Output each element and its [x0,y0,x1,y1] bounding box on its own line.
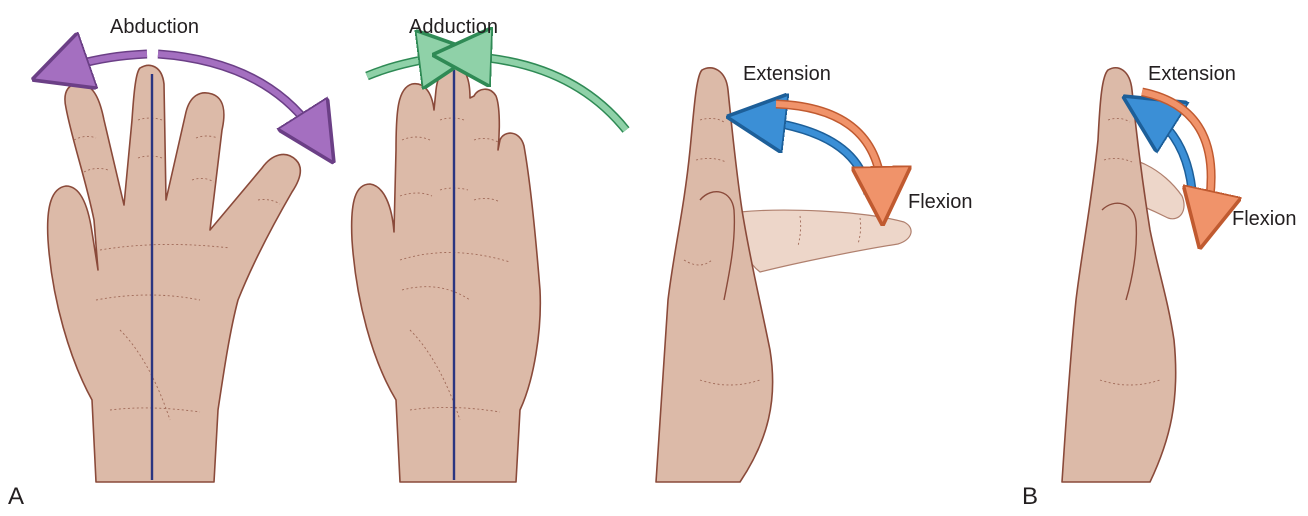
panel-label-a: A [8,483,24,510]
hand-side-view-partial-flexion-icon [1061,66,1185,483]
hand-palm-fingers-together-icon [350,64,542,483]
abduction-arrows [60,54,318,138]
abduction-label: Abduction [110,16,199,38]
flexion-extension-arrows-b [1142,87,1211,220]
flexion-label-b: Flexion [1232,208,1296,230]
flexion-extension-arrows-a [756,104,882,196]
hand-palm-fingers-spread-icon [46,64,302,483]
flexion-label-a: Flexion [908,191,972,213]
adduction-arrows [365,56,630,133]
hand-side-view-fingers-flexed-icon [655,66,912,483]
extension-label-b: Extension [1148,63,1236,85]
panel-label-b: B [1022,483,1038,510]
adduction-label: Adduction [409,16,498,38]
extension-label-a: Extension [743,63,831,85]
